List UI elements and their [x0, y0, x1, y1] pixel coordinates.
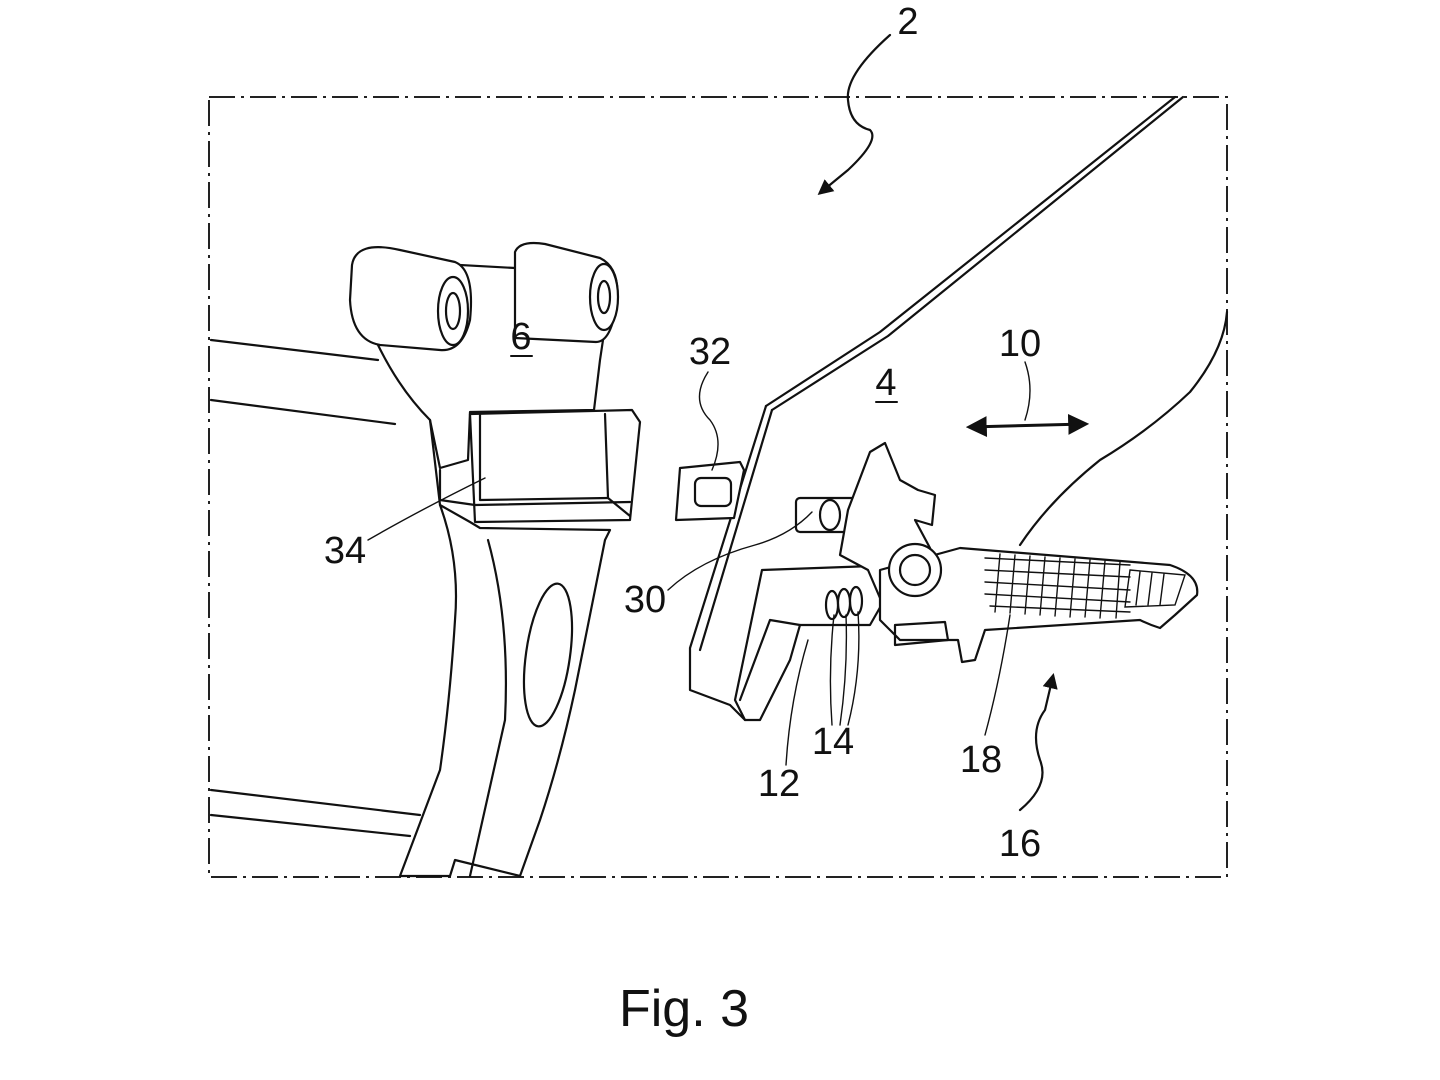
- leader-12: [785, 639, 809, 766]
- detail-frame: [208, 96, 1228, 878]
- leader-32: [698, 371, 719, 471]
- leader-14a: [829, 614, 835, 726]
- bracket-component: [209, 241, 642, 878]
- label-2: 2: [897, 1, 918, 43]
- leader-14b: [839, 614, 848, 726]
- label-12: 12: [758, 763, 800, 805]
- leader-18: [984, 614, 1011, 736]
- label-32: 32: [689, 331, 731, 373]
- leader-34: [367, 477, 486, 541]
- assembly-pointer-arrow: [817, 33, 892, 195]
- label-16: 16: [999, 823, 1041, 865]
- leader-10: [1024, 361, 1031, 421]
- label-14: 14: [812, 721, 854, 763]
- leader-30: [667, 511, 813, 591]
- direction-arrow-10: [965, 413, 1090, 438]
- leader-14c: [847, 611, 860, 726]
- label-18: 18: [960, 739, 1002, 781]
- footrest-assembly-pointer-arrow: [1018, 673, 1058, 812]
- label-6: 6: [510, 316, 531, 358]
- label-4: 4: [875, 362, 896, 404]
- label-34: 34: [324, 530, 366, 572]
- label-30: 30: [624, 579, 666, 621]
- figure-caption: Fig. 3: [619, 980, 749, 1038]
- label-10: 10: [999, 323, 1041, 365]
- body-component: [674, 95, 1229, 722]
